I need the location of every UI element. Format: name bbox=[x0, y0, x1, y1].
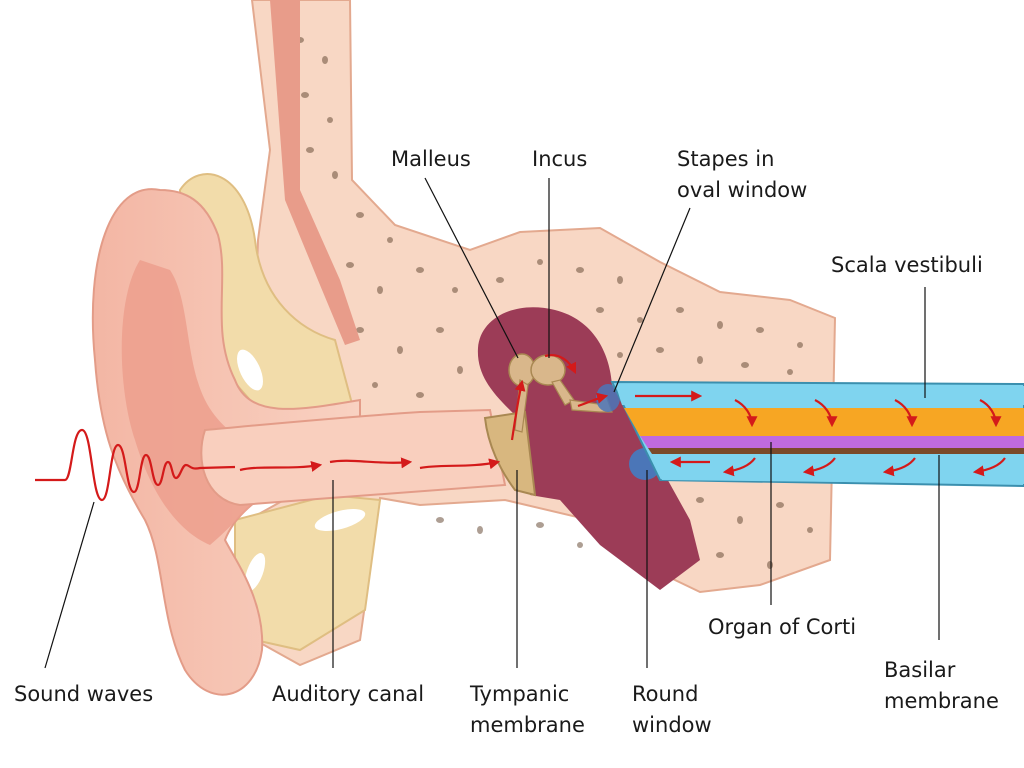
label-tympanic-line2: membrane bbox=[470, 713, 585, 737]
sound-wave bbox=[35, 428, 236, 502]
label-stapes-line1: Stapes in bbox=[677, 147, 774, 171]
label-sound-waves: Sound waves bbox=[14, 682, 153, 706]
basilar-membrane-band-purple bbox=[640, 436, 1024, 448]
cartilage-highlight bbox=[237, 349, 263, 391]
cartilage-highlight bbox=[314, 509, 366, 531]
label-incus: Incus bbox=[532, 147, 587, 171]
label-malleus: Malleus bbox=[391, 147, 471, 171]
scala-vestibuli-band bbox=[616, 386, 1024, 405]
label-round-window-line1: Round bbox=[632, 682, 698, 706]
leader-lines bbox=[44, 177, 940, 669]
basilar-membrane-band-brown bbox=[648, 448, 1024, 454]
auditory-canal-shape bbox=[200, 408, 507, 507]
cartilage-upper bbox=[178, 173, 357, 442]
label-round-window-line2: window bbox=[632, 713, 712, 737]
skin-lining bbox=[270, 0, 360, 345]
label-tympanic-line1: Tympanic bbox=[469, 682, 569, 706]
label-basilar-line1: Basilar bbox=[884, 658, 956, 682]
organ-of-corti-band bbox=[624, 408, 1024, 436]
label-auditory-canal: Auditory canal bbox=[272, 682, 424, 706]
label-organ-of-corti: Organ of Corti bbox=[708, 615, 856, 639]
label-scala-vestibuli: Scala vestibuli bbox=[831, 253, 983, 277]
label-basilar-line2: membrane bbox=[884, 689, 999, 713]
cartilage-highlight bbox=[244, 553, 266, 591]
sound-flow-arrows bbox=[239, 354, 1006, 477]
scala-tympani-band bbox=[652, 454, 1024, 484]
cochlea bbox=[610, 380, 1024, 488]
label-stapes-line2: oval window bbox=[677, 178, 807, 202]
